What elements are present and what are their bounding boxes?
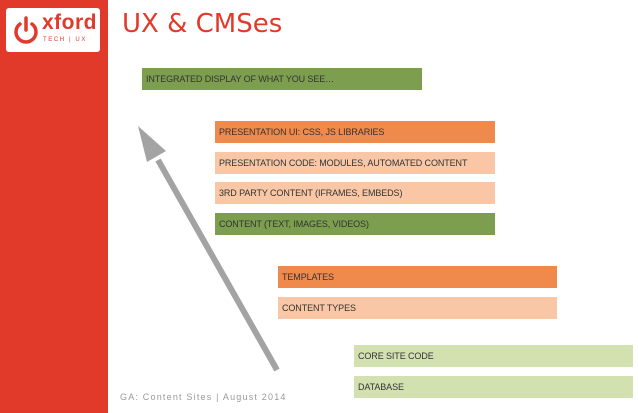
- layer-content: CONTENT (TEXT, IMAGES, VIDEOS): [215, 213, 495, 235]
- layer-third-party-content: 3RD PARTY CONTENT (IFRAMES, EMBEDS): [215, 182, 495, 204]
- layer-database: DATABASE: [354, 376, 633, 398]
- slide-footer: GA: Content Sites | August 2014: [120, 392, 287, 402]
- layer-core-site-code: CORE SITE CODE: [354, 345, 633, 367]
- brand-sidebar: xford TECH | UX: [0, 0, 108, 413]
- logo-text: xford: [42, 11, 97, 34]
- logo-subtext: TECH | UX: [43, 37, 87, 43]
- oxford-logo: xford TECH | UX: [6, 8, 100, 52]
- layer-templates: TEMPLATES: [278, 266, 557, 288]
- slide-title: UX & CMSes: [122, 9, 283, 39]
- power-icon: [14, 16, 38, 44]
- layer-content-types: CONTENT TYPES: [278, 297, 557, 319]
- layer-integrated-display: INTEGRATED DISPLAY OF WHAT YOU SEE…: [142, 68, 422, 90]
- layer-presentation-ui: PRESENTATION UI: CSS, JS LIBRARIES: [215, 121, 495, 143]
- layer-presentation-code: PRESENTATION CODE: MODULES, AUTOMATED CO…: [215, 152, 495, 174]
